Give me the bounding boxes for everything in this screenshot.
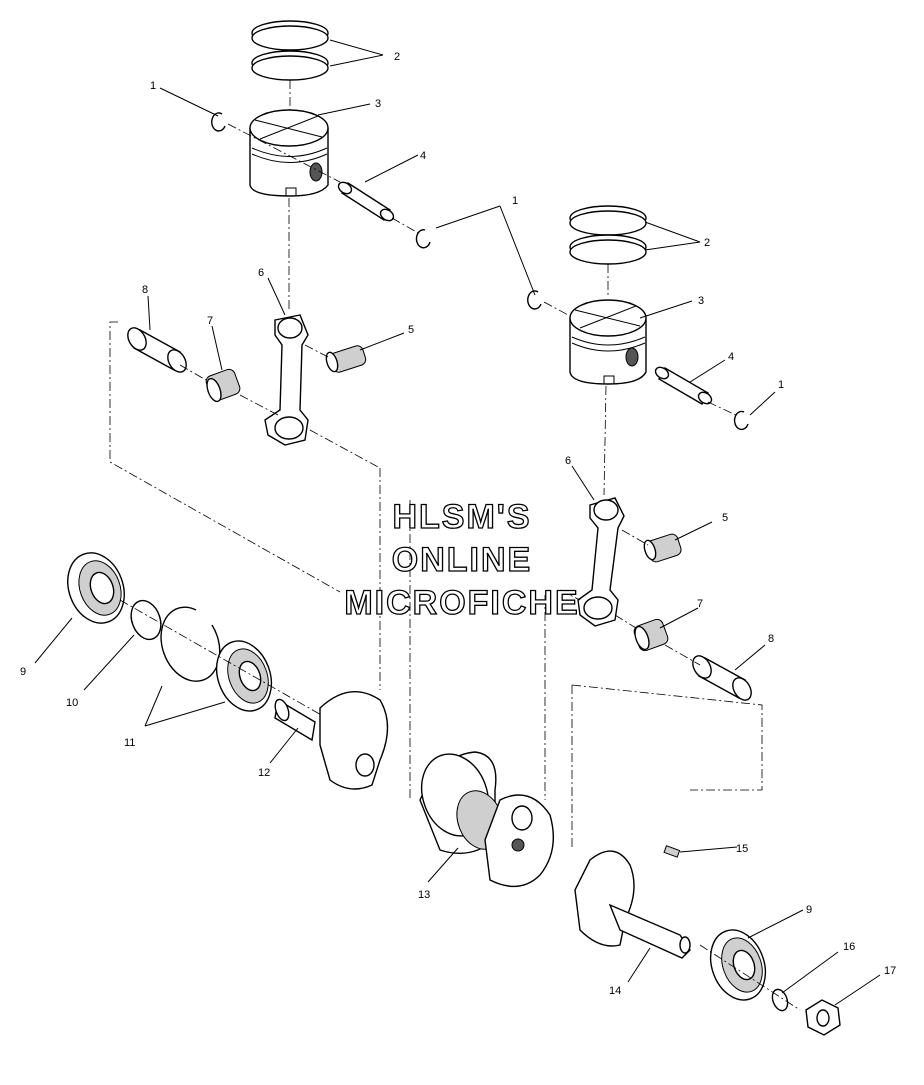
callout-9: 9 bbox=[806, 904, 812, 916]
crank-half-12 bbox=[274, 691, 389, 790]
piston-pin-left bbox=[337, 181, 395, 222]
callout-14: 14 bbox=[609, 985, 621, 997]
callout-3: 3 bbox=[375, 98, 381, 110]
callout-1: 1 bbox=[778, 379, 784, 391]
callout-7: 7 bbox=[207, 315, 213, 327]
circlip-left-1 bbox=[211, 112, 226, 132]
piston-rings-left bbox=[251, 20, 329, 81]
needle-bearing-left-5 bbox=[325, 345, 367, 373]
callout-16: 16 bbox=[843, 941, 855, 953]
crankpin-left bbox=[127, 327, 187, 373]
watermark-line-3: MICROFICHE bbox=[344, 584, 579, 622]
callout-11: 11 bbox=[124, 737, 135, 749]
crank-center-13 bbox=[419, 751, 555, 888]
nut-17 bbox=[805, 999, 841, 1036]
piston-left bbox=[249, 109, 329, 197]
needle-bearing-right-7 bbox=[633, 618, 669, 652]
needle-bearing-right-5 bbox=[643, 533, 682, 563]
callout-2: 2 bbox=[704, 237, 710, 249]
callout-9: 9 bbox=[20, 666, 26, 678]
piston-pin-right bbox=[654, 366, 713, 405]
callout-5: 5 bbox=[408, 324, 414, 336]
watermark-line-1: HLSM'S bbox=[392, 498, 531, 536]
callout-6: 6 bbox=[258, 267, 264, 279]
needle-bearing-left-7 bbox=[205, 368, 241, 403]
callout-8: 8 bbox=[142, 284, 148, 296]
main-bearing-right bbox=[709, 929, 767, 1001]
bearing-11 bbox=[215, 640, 273, 712]
watermark-line-2: ONLINE bbox=[392, 541, 532, 579]
callout-1: 1 bbox=[512, 195, 518, 207]
callout-13: 13 bbox=[418, 889, 430, 901]
callout-2: 2 bbox=[394, 51, 400, 63]
crank-half-14 bbox=[574, 850, 691, 959]
callout-15: 15 bbox=[736, 843, 748, 855]
washer-16 bbox=[771, 988, 789, 1012]
snap-ring-11 bbox=[160, 606, 221, 682]
callout-12: 12 bbox=[258, 767, 270, 779]
callout-7: 7 bbox=[697, 598, 703, 610]
callout-17: 17 bbox=[884, 965, 896, 977]
piston-rings-right bbox=[569, 205, 647, 265]
connecting-rod-right bbox=[577, 497, 625, 627]
crankpin-right bbox=[692, 655, 752, 701]
main-bearing-left bbox=[67, 552, 125, 624]
callout-3: 3 bbox=[698, 295, 704, 307]
circlip-left-2 bbox=[415, 229, 431, 249]
callout-1: 1 bbox=[150, 80, 156, 92]
key-15 bbox=[663, 845, 681, 858]
callout-10: 10 bbox=[66, 697, 78, 709]
leader-lines bbox=[34, 39, 881, 1006]
piston-right bbox=[569, 299, 647, 385]
callout-6: 6 bbox=[565, 455, 571, 467]
callout-4: 4 bbox=[728, 351, 734, 363]
watermark: HLSM'S ONLINE MICROFICHE bbox=[344, 497, 579, 622]
circlip-right-2 bbox=[733, 410, 749, 431]
connecting-rod-left bbox=[264, 314, 309, 446]
callout-4: 4 bbox=[420, 150, 426, 162]
callout-labels: 1 2 3 4 1 6 8 7 5 2 3 4 1 6 5 7 8 9 10 1… bbox=[20, 51, 896, 997]
callout-8: 8 bbox=[768, 633, 774, 645]
callout-5: 5 bbox=[722, 512, 728, 524]
